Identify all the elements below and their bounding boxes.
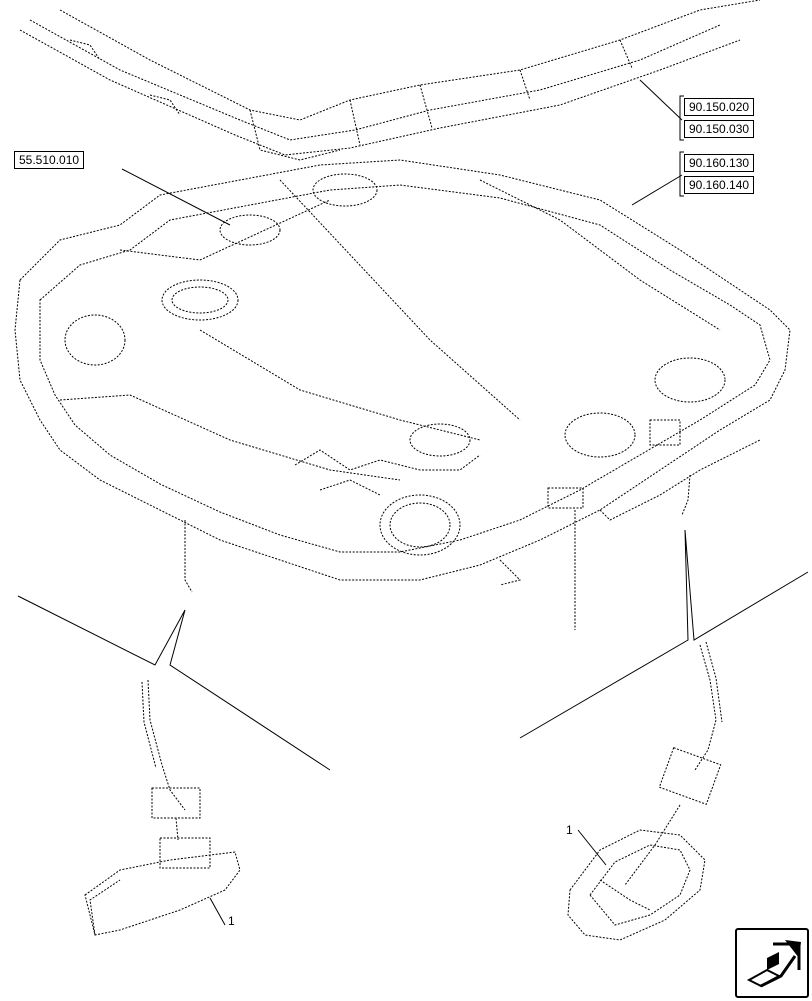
leader-item-right [577,829,607,866]
leader-90150 [639,79,683,121]
ref-label-90150020[interactable]: 90.150.020 [684,98,755,116]
ref-label-90160130[interactable]: 90.160.130 [684,154,755,172]
ref-label-55510010[interactable]: 55.510.010 [14,151,85,169]
next-page-arrow-icon [746,940,801,988]
panel-wiring [184,449,691,630]
bracket-90160 [679,151,684,197]
left-section-line [17,595,331,771]
bracket-90150 [679,95,684,141]
next-page-button[interactable] [735,928,809,998]
right-lamp [567,829,706,941]
leader-55510010 [121,168,231,226]
ref-label-90150030[interactable]: 90.150.030 [684,120,755,138]
right-lamp-harness [624,641,723,886]
leader-90160 [631,174,683,206]
ceiling-openings [64,173,726,556]
roof-frame-upper [19,0,761,161]
ref-label-90160140[interactable]: 90.160.140 [684,176,755,194]
left-lamp-harness [141,679,201,841]
item-number-right: 1 [566,823,573,837]
left-lamp [84,837,241,936]
leader-item-left [209,897,226,926]
ceiling-panel [14,159,791,586]
item-number-left: 1 [228,914,235,928]
right-section-line [519,529,809,739]
